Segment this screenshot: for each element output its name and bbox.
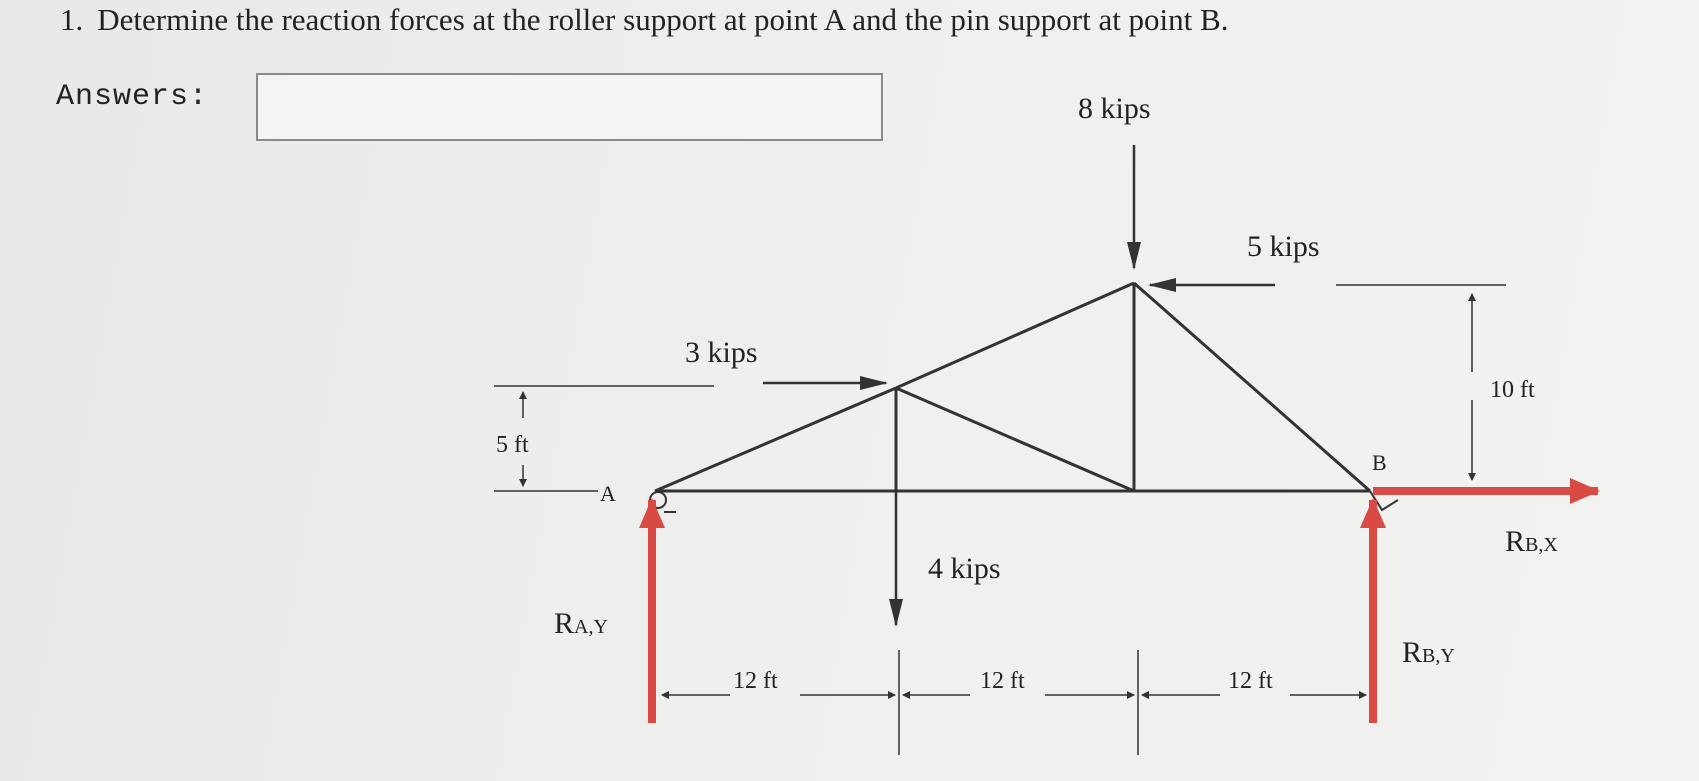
truss-members: [654, 281, 1371, 493]
question-number: 1.: [60, 2, 84, 37]
member-diagonal: [895, 386, 1135, 493]
reaction-b-y-label: RB,Y: [1402, 636, 1455, 669]
dimension-lines: [494, 284, 1506, 755]
member-left-rafter-lower: [654, 386, 897, 493]
reaction-b-x-label: RB,X: [1505, 525, 1558, 558]
answers-label: Answers:: [56, 80, 209, 114]
answer-input[interactable]: [256, 73, 883, 141]
question-text: 1. Determine the reaction forces at the r…: [60, 2, 1228, 38]
point-a-label: A: [600, 481, 616, 506]
dim-span-3-label: 12 ft: [1228, 668, 1273, 694]
dim-5ft-label: 5 ft: [496, 432, 529, 458]
point-b-label: B: [1372, 450, 1387, 475]
load-3kips-label: 3 kips: [685, 336, 758, 369]
member-right-rafter: [1133, 281, 1371, 493]
dim-10ft-label: 10 ft: [1490, 377, 1535, 403]
load-5kips-label: 5 kips: [1247, 230, 1320, 263]
load-8kips-label: 8 kips: [1078, 92, 1151, 125]
dim-span-2-label: 12 ft: [980, 668, 1025, 694]
member-left-rafter-upper: [895, 281, 1135, 390]
dim-span-1-label: 12 ft: [733, 668, 778, 694]
question-body: Determine the reaction forces at the rol…: [97, 2, 1229, 37]
reaction-a-y-label: RA,Y: [554, 607, 608, 640]
load-4kips-label: 4 kips: [928, 552, 1001, 585]
